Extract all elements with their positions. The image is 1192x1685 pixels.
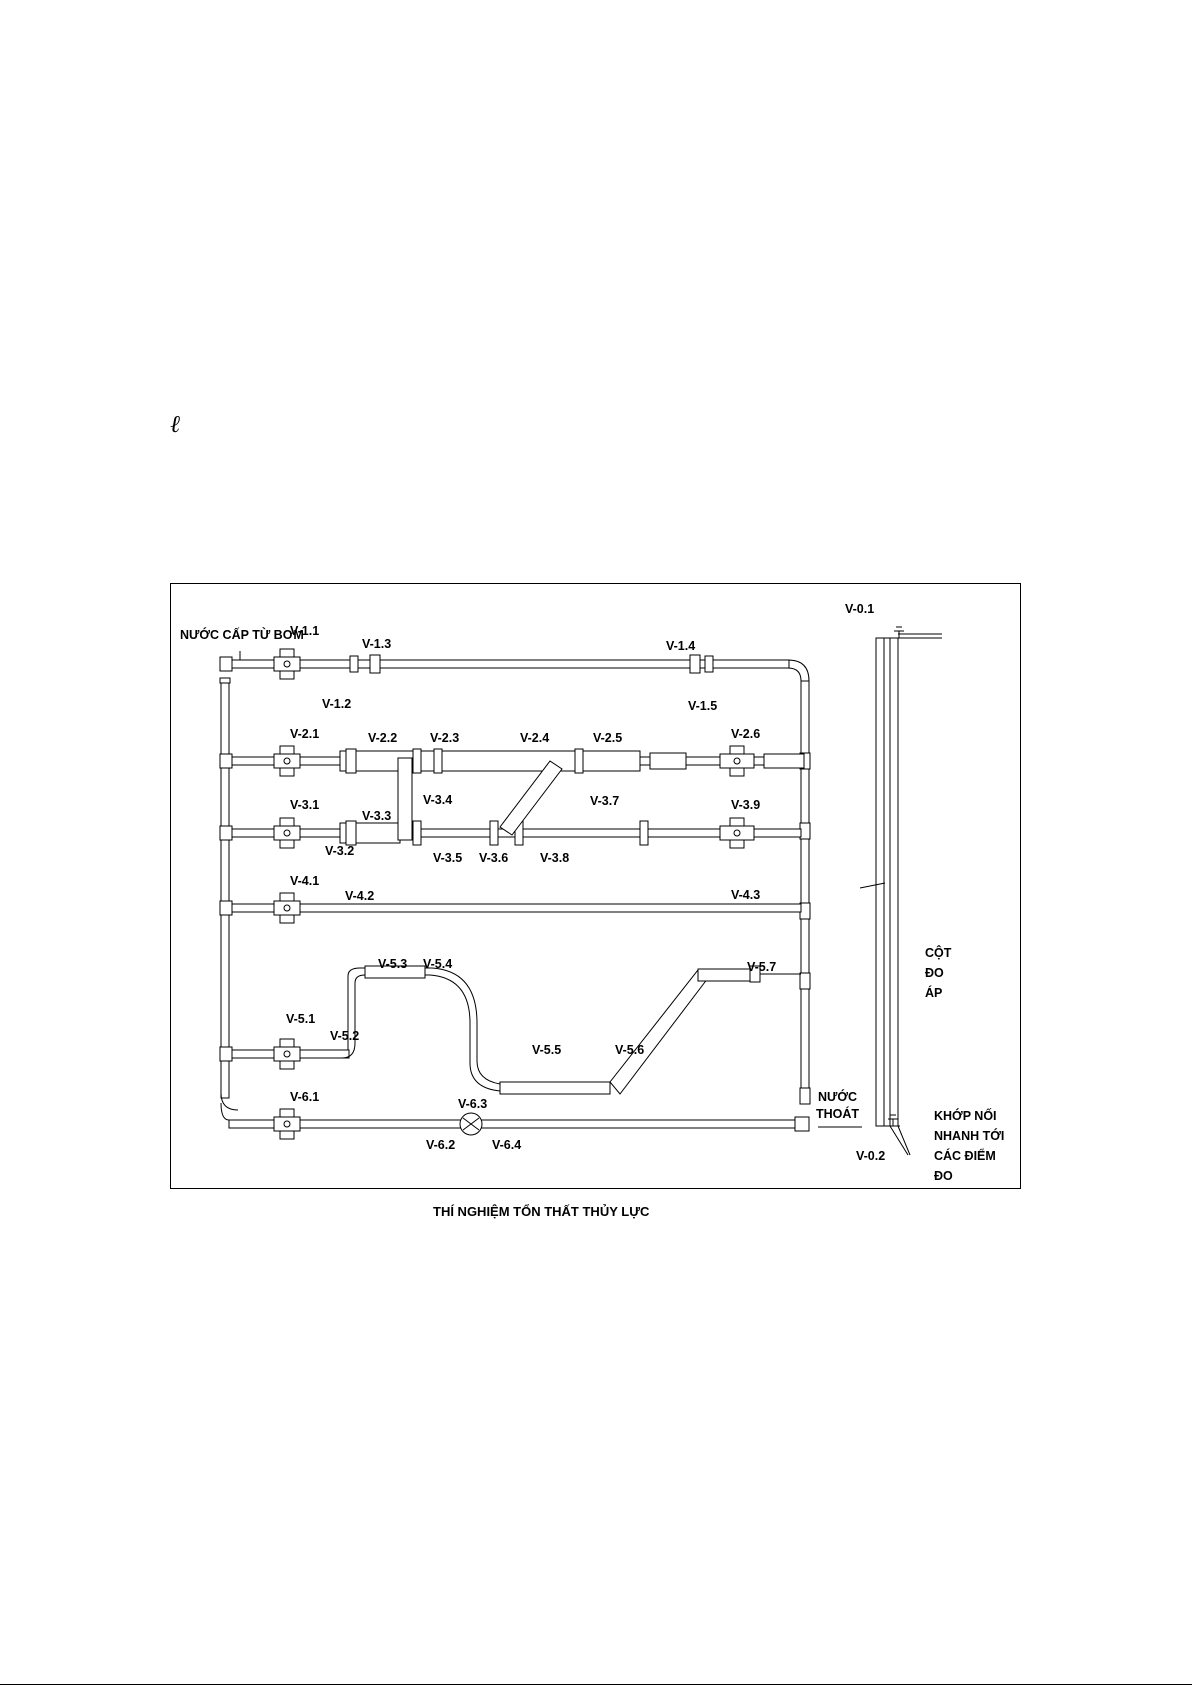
pressure-column <box>859 626 942 1156</box>
label-v-2-4: V-2.4 <box>520 731 549 745</box>
right-riser-pipe <box>800 680 810 1102</box>
return-riser <box>787 659 862 1128</box>
label-v-3-9: V-3.9 <box>731 798 760 812</box>
pipe-line-3 <box>219 757 802 849</box>
pipe-network-diagram: NƯỚC CẤP TỪ BƠM V-1.1 V-1.2 V-1.3 V-1.4 … <box>180 602 1004 1183</box>
valve-0-2-icon <box>888 1114 898 1126</box>
label-v-5-7: V-5.7 <box>747 960 776 974</box>
label-v-5-4: V-5.4 <box>423 957 452 971</box>
diagram-caption: THÍ NGHIỆM TỔN THẤT THỦY LỰC <box>433 1204 650 1219</box>
label-v-1-4: V-1.4 <box>666 639 695 653</box>
valve-0-1-icon <box>894 626 904 638</box>
label-v-2-2: V-2.2 <box>368 731 397 745</box>
label-v-6-3: V-6.3 <box>458 1097 487 1111</box>
column-label-3: ÁP <box>925 985 942 1000</box>
pipe-line-1 <box>219 648 790 680</box>
pipe-line-5 <box>219 965 801 1095</box>
label-v-3-7: V-3.7 <box>590 794 619 808</box>
label-v-4-3: V-4.3 <box>731 888 760 902</box>
coupling-label-4: ĐO <box>934 1169 953 1183</box>
label-v-6-1: V-6.1 <box>290 1090 319 1104</box>
label-v-5-6: V-5.6 <box>615 1043 644 1057</box>
label-v-2-6: V-2.6 <box>731 727 760 741</box>
pipe-line-2 <box>219 745 805 777</box>
pipe-line-4 <box>219 892 802 924</box>
label-v-3-3: V-3.3 <box>362 809 391 823</box>
diagram-frame <box>170 583 1021 1189</box>
label-v-3-5: V-3.5 <box>433 851 462 865</box>
label-v-6-4: V-6.4 <box>492 1138 521 1152</box>
label-v-5-1: V-5.1 <box>286 1012 315 1026</box>
column-label-2: ĐO <box>925 966 944 980</box>
ell-symbol: ℓ <box>170 410 180 438</box>
label-v-2-5: V-2.5 <box>593 731 622 745</box>
label-v-3-2: V-3.2 <box>325 844 354 858</box>
label-v-1-1: V-1.1 <box>290 624 319 638</box>
diagonal-branch-3-7 <box>499 760 563 836</box>
label-v-4-2: V-4.2 <box>345 889 374 903</box>
label-v-3-6: V-3.6 <box>479 851 508 865</box>
label-v-4-1: V-4.1 <box>290 874 319 888</box>
coupling-label-2: NHANH TỚI <box>934 1128 1004 1143</box>
line-6-pipe <box>228 1119 802 1129</box>
branch-pipe-3-4 <box>397 757 413 841</box>
drain-label-1: NƯỚC <box>818 1089 857 1104</box>
label-v-2-3: V-2.3 <box>430 731 459 745</box>
label-v-2-1: V-2.1 <box>290 727 319 741</box>
label-v-0-2: V-0.2 <box>856 1149 885 1163</box>
label-v-1-5: V-1.5 <box>688 699 717 713</box>
supply-riser <box>219 651 241 1099</box>
coupling-label-1: KHỚP NỐI <box>934 1108 997 1123</box>
label-v-1-3: V-1.3 <box>362 637 391 651</box>
label-v-5-2: V-5.2 <box>330 1029 359 1043</box>
label-v-5-5: V-5.5 <box>532 1043 561 1057</box>
label-v-6-2: V-6.2 <box>426 1138 455 1152</box>
label-v-3-4: V-3.4 <box>423 793 452 807</box>
supply-label: NƯỚC CẤP TỪ BƠM <box>180 627 304 642</box>
pipe-line-6 <box>220 1092 810 1140</box>
label-v-3-1: V-3.1 <box>290 798 319 812</box>
column-label-1: CỘT <box>925 945 952 960</box>
label-v-0-1: V-0.1 <box>845 602 874 616</box>
drain-label-2: THOÁT <box>816 1106 859 1121</box>
diagram-labels: NƯỚC CẤP TỪ BƠM V-1.1 V-1.2 V-1.3 V-1.4 … <box>180 602 1004 1183</box>
label-v-5-3: V-5.3 <box>378 957 407 971</box>
label-v-1-2: V-1.2 <box>322 697 351 711</box>
coupling-label-3: CÁC ĐIỂM <box>934 1148 996 1163</box>
left-riser-pipe <box>220 682 230 1099</box>
label-v-3-8: V-3.8 <box>540 851 569 865</box>
